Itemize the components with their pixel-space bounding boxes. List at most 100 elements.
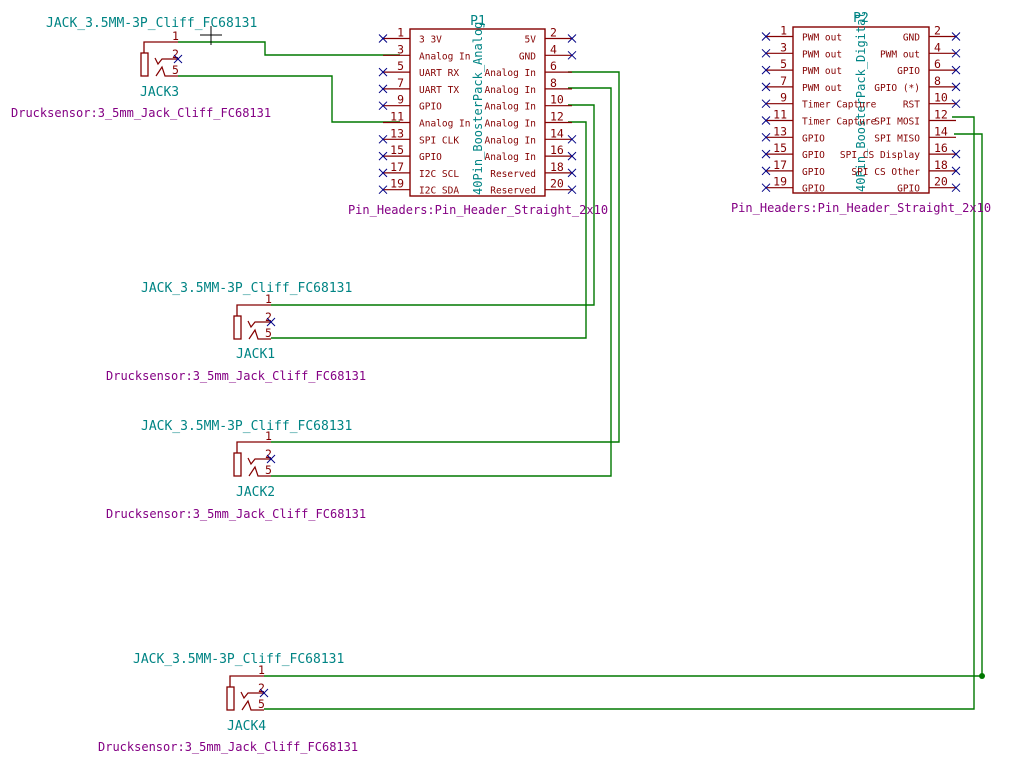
pin-name: PWM out (802, 49, 842, 60)
no-connect-icon (951, 32, 961, 41)
no-connect-icon (378, 168, 388, 178)
pin-number: 5 (397, 59, 404, 73)
pin-number: 8 (550, 76, 557, 90)
pin-number: 1 (780, 24, 787, 38)
jack-jack2[interactable]: JACK_3.5MM-3P_Cliff_FC68131 JACK2 Drucks… (106, 419, 366, 521)
no-connect-icon (761, 65, 771, 75)
wire-p2-pin12-to-jack4-pin5[interactable] (264, 116, 975, 710)
p2-reference: P2 (853, 11, 869, 26)
pin-name: PWM out (802, 33, 842, 44)
wire-p1-pin8-to-jack2-pin5[interactable] (271, 87, 612, 477)
p1-body (409, 28, 546, 197)
no-connect-icon (378, 67, 388, 77)
jack-jack4[interactable]: JACK_3.5MM-3P_Cliff_FC68131 JACK4 Drucks… (98, 652, 358, 754)
pin-name: 3 3V (419, 35, 442, 46)
pin-number: 18 (550, 160, 564, 174)
jack-pin-number: 5 (265, 326, 272, 340)
wire-p2-pin14-to-jack4-pin1[interactable] (264, 133, 983, 677)
pin-name: Analog In (485, 119, 536, 130)
p1-pin-1[interactable]: 1 3 3V (378, 26, 442, 46)
pin-number: 9 (397, 93, 404, 107)
pin-name: GPIO (419, 102, 442, 113)
p1-pin-2[interactable]: 25V (525, 26, 577, 46)
pin-name: PWM out (880, 49, 920, 60)
no-connect-icon (761, 132, 771, 142)
no-connect-icon (378, 84, 388, 94)
pin-number: 12 (934, 108, 948, 122)
wire-jack3-pin5-to-p1-pin11[interactable] (178, 75, 400, 123)
no-connect-icon (761, 116, 771, 125)
wire-p1-pin10-to-jack1-pin1[interactable] (271, 104, 595, 306)
pin-number: 7 (397, 76, 404, 90)
pin-name: SPI CLK (419, 135, 459, 146)
no-connect-icon (761, 149, 771, 159)
pin-name: Timer Capture (802, 117, 877, 128)
jack4-reference: JACK4 (227, 719, 266, 734)
jack-jack3[interactable]: JACK_3.5MM-3P_Cliff_FC68131 JACK3 Drucks… (11, 16, 271, 120)
no-connect-icon (761, 48, 771, 58)
pin-number: 1 (397, 26, 404, 40)
jack-jack1[interactable]: JACK_3.5MM-3P_Cliff_FC68131 JACK1 Drucks… (106, 281, 366, 383)
pin-name: SPI MOSI (874, 117, 920, 128)
wire-p1-pin6-to-jack2-pin1[interactable] (271, 71, 620, 443)
jack3-footprint: Drucksensor:3_5mm_Jack_Cliff_FC68131 (11, 106, 271, 120)
pin-number: 9 (780, 91, 787, 105)
wire-p1-pin12-to-jack1-pin5[interactable] (271, 121, 587, 339)
pin-name: Analog In (419, 119, 470, 130)
wire-jack3-pin1-to-p1-pin3[interactable] (178, 41, 400, 56)
no-connect-icon (761, 82, 771, 92)
pin-name: GPIO (802, 133, 825, 144)
pin-name: GPIO (897, 184, 920, 195)
connector-p1[interactable]: P1 40Pin_BoosterPack_Analog Pin_Headers:… (348, 14, 608, 217)
connector-p2[interactable]: P2 40Pin_BoosterPack_Digital Pin_Headers… (731, 11, 991, 215)
pin-name: I2C SCL (419, 169, 459, 180)
jack-pin-number: 2 (265, 310, 272, 324)
pin-name: PWM out (802, 66, 842, 77)
junction-dot (979, 673, 985, 679)
jack3-value: JACK_3.5MM-3P_Cliff_FC68131 (46, 16, 257, 31)
pin-name: Analog In (485, 152, 536, 163)
jack-pin-number: 1 (265, 429, 272, 443)
no-connect-icon (951, 65, 961, 75)
jack-pin-number: 5 (265, 463, 272, 477)
